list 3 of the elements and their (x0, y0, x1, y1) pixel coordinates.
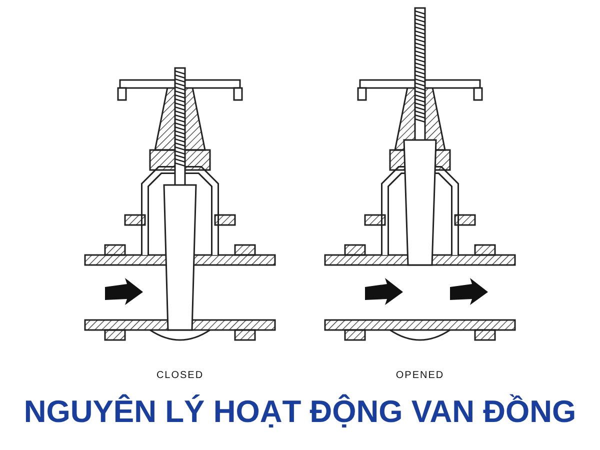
title: NGUYÊN LÝ HOẠT ĐỘNG VAN ĐỒNG (22, 394, 578, 430)
valve-state-label: CLOSED (155, 370, 205, 381)
valve-state-label: OPENED (394, 370, 446, 381)
